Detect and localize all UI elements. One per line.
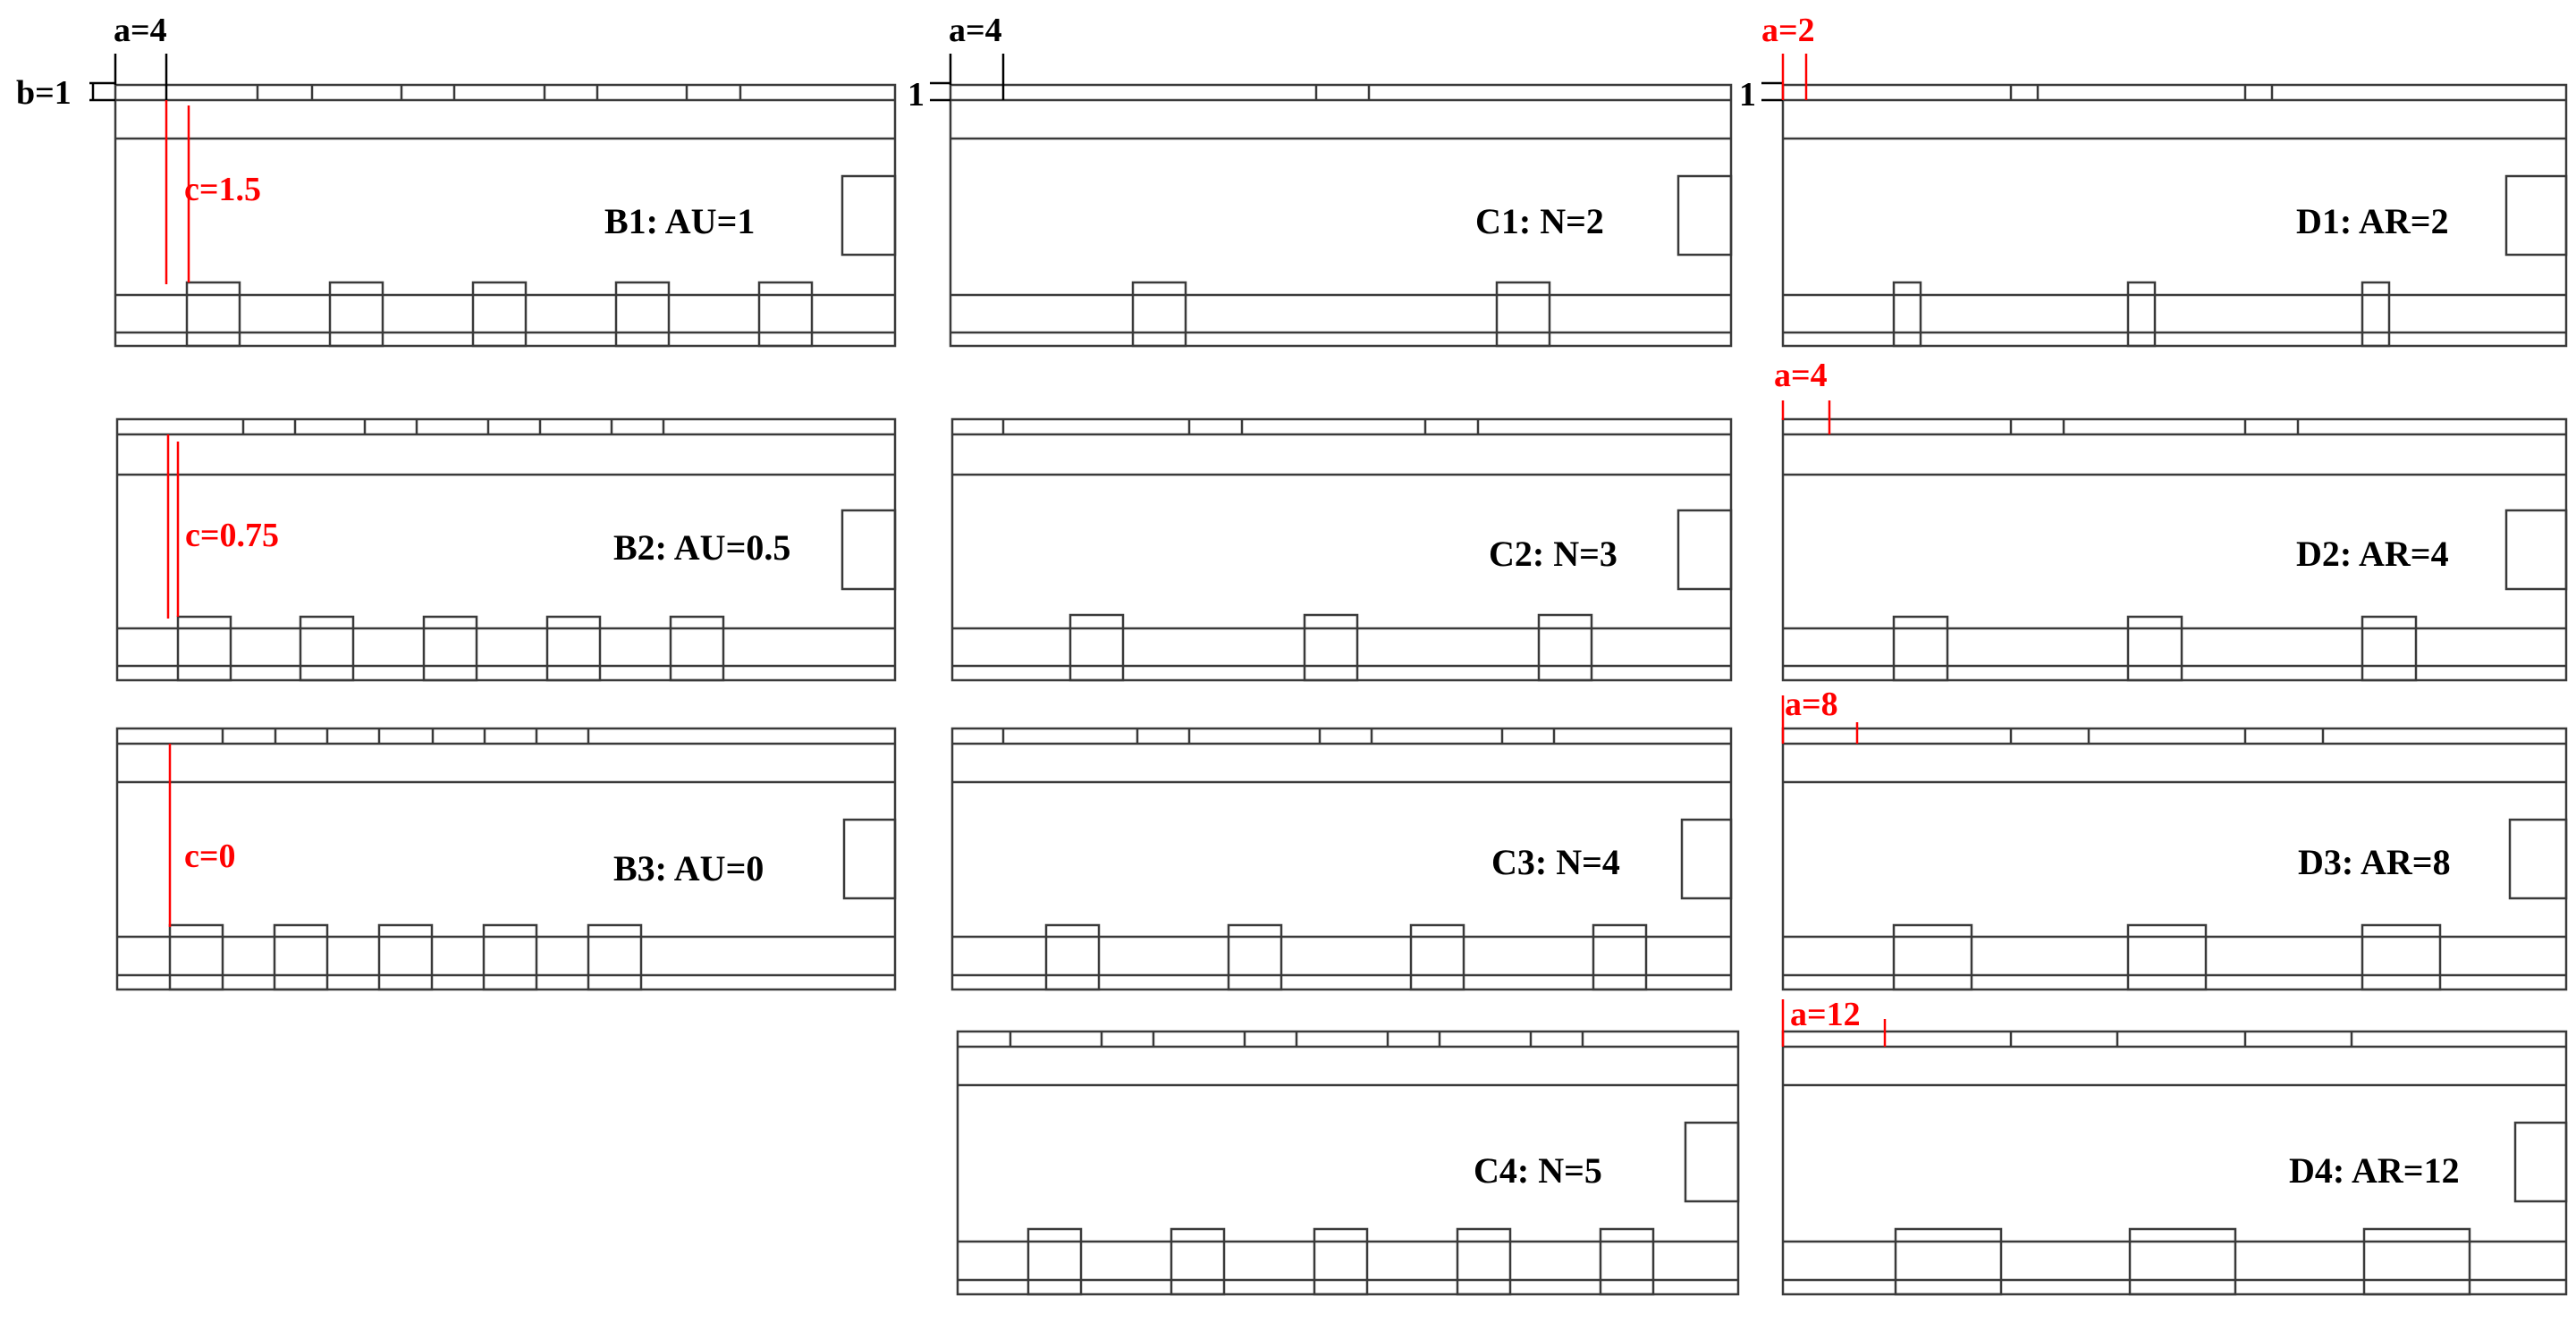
panel-c1-frame: [949, 83, 1733, 348]
panel-c1-title: C1: N=2: [1475, 201, 1604, 241]
panel-b3-top-ticks: [221, 728, 590, 744]
panel-d2-a-marks: [1781, 400, 1831, 434]
panel-b1: [114, 83, 897, 348]
panel-d1-frame: [1781, 83, 2568, 348]
panel-c1-outlet: [1677, 174, 1733, 257]
panel-d2-outlet: [2504, 509, 2568, 591]
panel-d1-chambers: [1892, 281, 2391, 348]
panel-d2-frame: [1781, 417, 2568, 682]
panel-b3-chambers: [168, 923, 643, 991]
panel-d1: [1781, 83, 2568, 348]
panel-b1-outlet: [840, 174, 897, 257]
dimension-marks-d: [1761, 81, 1783, 102]
c-b-dim-label: 1: [908, 76, 925, 114]
panel-d1-a-marks: [1781, 54, 1808, 100]
panel-c4-top-ticks: [1009, 1031, 1584, 1047]
panel-b1-c-label: c=1.5: [184, 171, 261, 208]
panel-d3-top-ticks: [2009, 728, 2325, 744]
panel-b2-outlet: [840, 509, 897, 591]
panel-c3-chambers: [1044, 923, 1648, 991]
panel-c4-chambers: [1026, 1227, 1655, 1296]
panel-b2: [115, 417, 897, 682]
panel-b1-top-ticks: [256, 85, 742, 100]
panel-c1: [949, 83, 1733, 348]
panel-c4-title: C4: N=5: [1474, 1150, 1602, 1191]
panel-d2-title: D2: AR=4: [2296, 534, 2449, 574]
panel-d3-chambers: [1892, 923, 2442, 991]
panel-d4-top-ticks: [2009, 1031, 2353, 1047]
panel-b3-title: B3: AU=0: [613, 848, 764, 888]
panel-b3: [115, 727, 897, 991]
panel-d4-title: D4: AR=12: [2289, 1150, 2460, 1191]
panel-c2: [950, 417, 1733, 682]
panel-c4-outlet: [1684, 1121, 1740, 1203]
panel-d2-a-label: a=4: [1774, 357, 1828, 394]
d-b-dim-label: 1: [1739, 76, 1756, 114]
panel-d4: [1781, 1030, 2568, 1296]
panel-d1-title: D1: AR=2: [2296, 201, 2449, 241]
panel-d1-a-label: a=2: [1761, 12, 1815, 49]
panel-d2-top-ticks: [2009, 419, 2300, 434]
panel-b3-c-label: c=0: [184, 838, 236, 875]
panel-d4-chambers: [1894, 1227, 2471, 1296]
panel-d3-a-label: a=8: [1785, 686, 1838, 723]
panel-d4-outlet: [2513, 1121, 2568, 1203]
panel-c1-top-ticks: [1314, 85, 1371, 100]
c-a-dim-label: a=4: [949, 12, 1002, 49]
panel-d3-title: D3: AR=8: [2298, 842, 2451, 882]
panel-c2-top-ticks: [1001, 419, 1480, 434]
panel-d4-a-marks: [1781, 999, 1887, 1047]
panel-d3-outlet: [2508, 818, 2568, 900]
dimension-marks-c: [930, 54, 1005, 102]
panel-b2-c-label: c=0.75: [185, 517, 279, 554]
panel-d1-top-ticks: [2009, 85, 2274, 100]
panel-c2-chambers: [1068, 613, 1593, 682]
panel-c4-frame: [956, 1030, 1740, 1296]
panel-c3-outlet: [1680, 818, 1733, 900]
panel-c3: [950, 727, 1733, 991]
panel-c3-title: C3: N=4: [1491, 842, 1620, 882]
panel-b1-frame: [114, 83, 897, 348]
panel-c4: [956, 1030, 1740, 1296]
panel-b3-outlet: [842, 818, 897, 900]
panel-d3-a-marks: [1781, 695, 1859, 744]
panel-d3: [1781, 727, 2568, 991]
panel-b1-title: B1: AU=1: [604, 201, 755, 241]
panel-b1-chambers: [185, 281, 814, 348]
panel-d1-outlet: [2504, 174, 2568, 257]
panel-d2: [1781, 417, 2568, 682]
panel-c2-outlet: [1677, 509, 1733, 591]
b-dim-label: b=1: [16, 74, 72, 112]
panel-b2-top-ticks: [241, 419, 665, 434]
panel-c2-title: C2: N=3: [1489, 534, 1617, 574]
panel-b2-chambers: [176, 615, 725, 682]
panel-b2-title: B2: AU=0.5: [613, 527, 790, 568]
panel-d4-a-label: a=12: [1790, 996, 1861, 1033]
panel-c3-top-ticks: [1001, 728, 1556, 744]
dimension-marks-b: [89, 54, 168, 102]
panel-c1-chambers: [1131, 281, 1551, 348]
a-dim-label: a=4: [114, 12, 167, 49]
panel-d2-chambers: [1892, 615, 2418, 682]
